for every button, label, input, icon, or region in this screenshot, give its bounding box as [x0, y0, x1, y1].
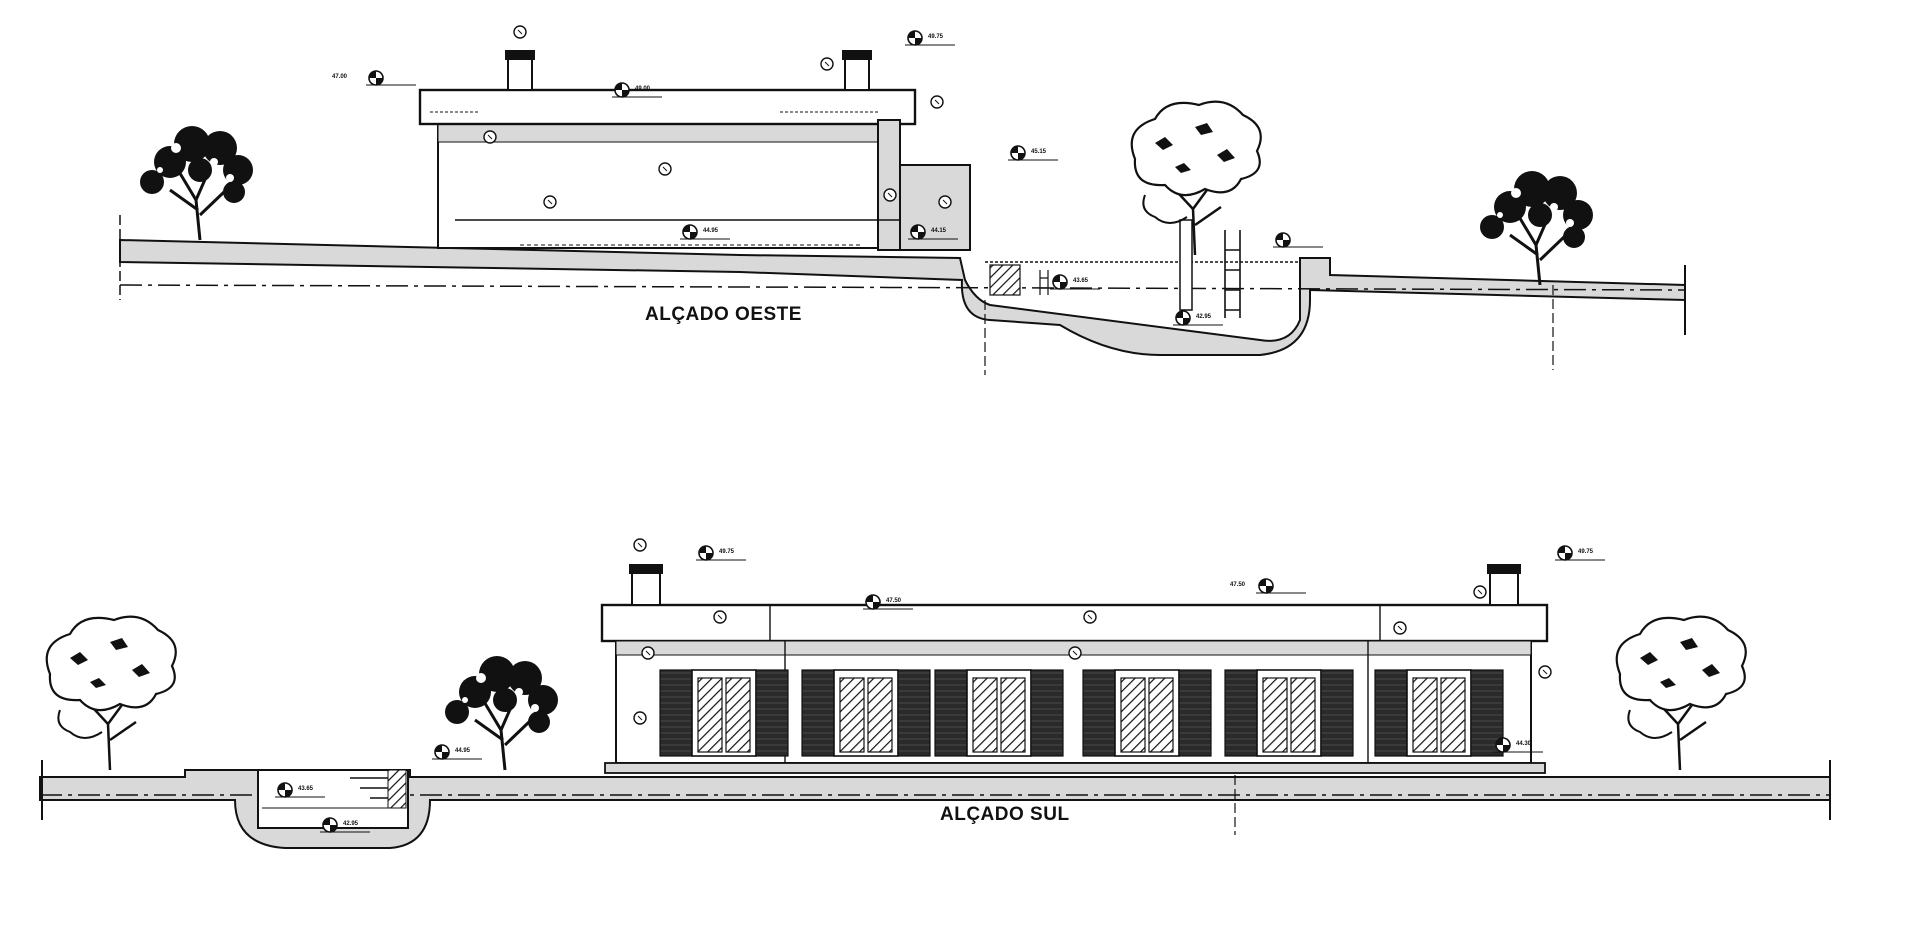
west-ground-fill: [119, 238, 1686, 356]
south-door-5: [1224, 669, 1354, 757]
south-material-tag: [713, 610, 727, 624]
south-material-tag: [633, 538, 647, 552]
west-level-text: 49.00: [635, 86, 651, 92]
west-material-tag: [513, 25, 527, 39]
west-tree-right: [1478, 169, 1595, 287]
west-elevation: 47.00 49.00 49.75 45.15 44.95 44.15 43.6…: [119, 25, 1686, 375]
west-pool-section: [985, 219, 1300, 318]
west-level-text: 44.15: [931, 228, 947, 234]
south-material-tag: [633, 711, 647, 725]
west-level-marker: [365, 70, 417, 86]
south-level-text: 42.95: [343, 821, 359, 827]
south-tree-far-left: [45, 615, 178, 772]
west-level-text: 45.15: [1031, 149, 1047, 155]
west-tree-left: [138, 124, 255, 242]
west-tree-middle: [1130, 100, 1263, 257]
south-door-3: [934, 669, 1064, 757]
west-roof-slab: [418, 88, 917, 126]
west-material-tag: [938, 195, 952, 209]
south-material-tag: [1393, 621, 1407, 635]
west-level-text: 42.95: [1196, 314, 1212, 320]
south-door-4: [1082, 669, 1212, 757]
south-roof-slab: [600, 603, 1549, 643]
west-level-text: 44.95: [703, 228, 719, 234]
south-material-tag: [1083, 610, 1097, 624]
south-material-tag: [1538, 665, 1552, 679]
south-chimney-left: [631, 569, 661, 606]
west-material-tag: [543, 195, 557, 209]
south-level-text: 43.65: [298, 786, 314, 792]
south-level-text: 47.50: [886, 598, 902, 604]
west-material-tag: [930, 95, 944, 109]
south-tree-right: [1615, 615, 1748, 772]
south-level-text: 47.50: [1230, 582, 1246, 588]
west-material-tag: [883, 188, 897, 202]
south-material-tag: [1473, 585, 1487, 599]
south-door-6: [1374, 669, 1504, 757]
west-level-text: 49.75: [928, 34, 944, 40]
south-level-text: 49.75: [719, 549, 735, 555]
west-material-tag: [820, 57, 834, 71]
south-level-marker: [1255, 578, 1307, 594]
west-material-tag: [483, 130, 497, 144]
south-elevation: 49.75 49.75 47.50 47.50 44.95 43.65 42.9…: [39, 538, 1831, 849]
south-door-1: [659, 669, 789, 757]
south-material-tag: [641, 646, 655, 660]
south-material-tag: [1068, 646, 1082, 660]
west-datum-line: [119, 284, 1686, 291]
west-material-tag: [658, 162, 672, 176]
west-level-text: 47.00: [332, 74, 348, 80]
south-elevation-title: ALÇADO SUL: [940, 804, 1070, 825]
south-level-text: 44.95: [455, 748, 471, 754]
west-level-marker: [1272, 232, 1324, 248]
south-level-text: 44.30: [1516, 741, 1532, 747]
west-annex: [899, 164, 971, 251]
west-level-text: 43.65: [1073, 278, 1089, 284]
south-level-text: 49.75: [1578, 549, 1594, 555]
south-door-2: [801, 669, 931, 757]
west-elevation-title: ALÇADO OESTE: [645, 304, 802, 325]
south-chimney-right: [1489, 569, 1519, 606]
